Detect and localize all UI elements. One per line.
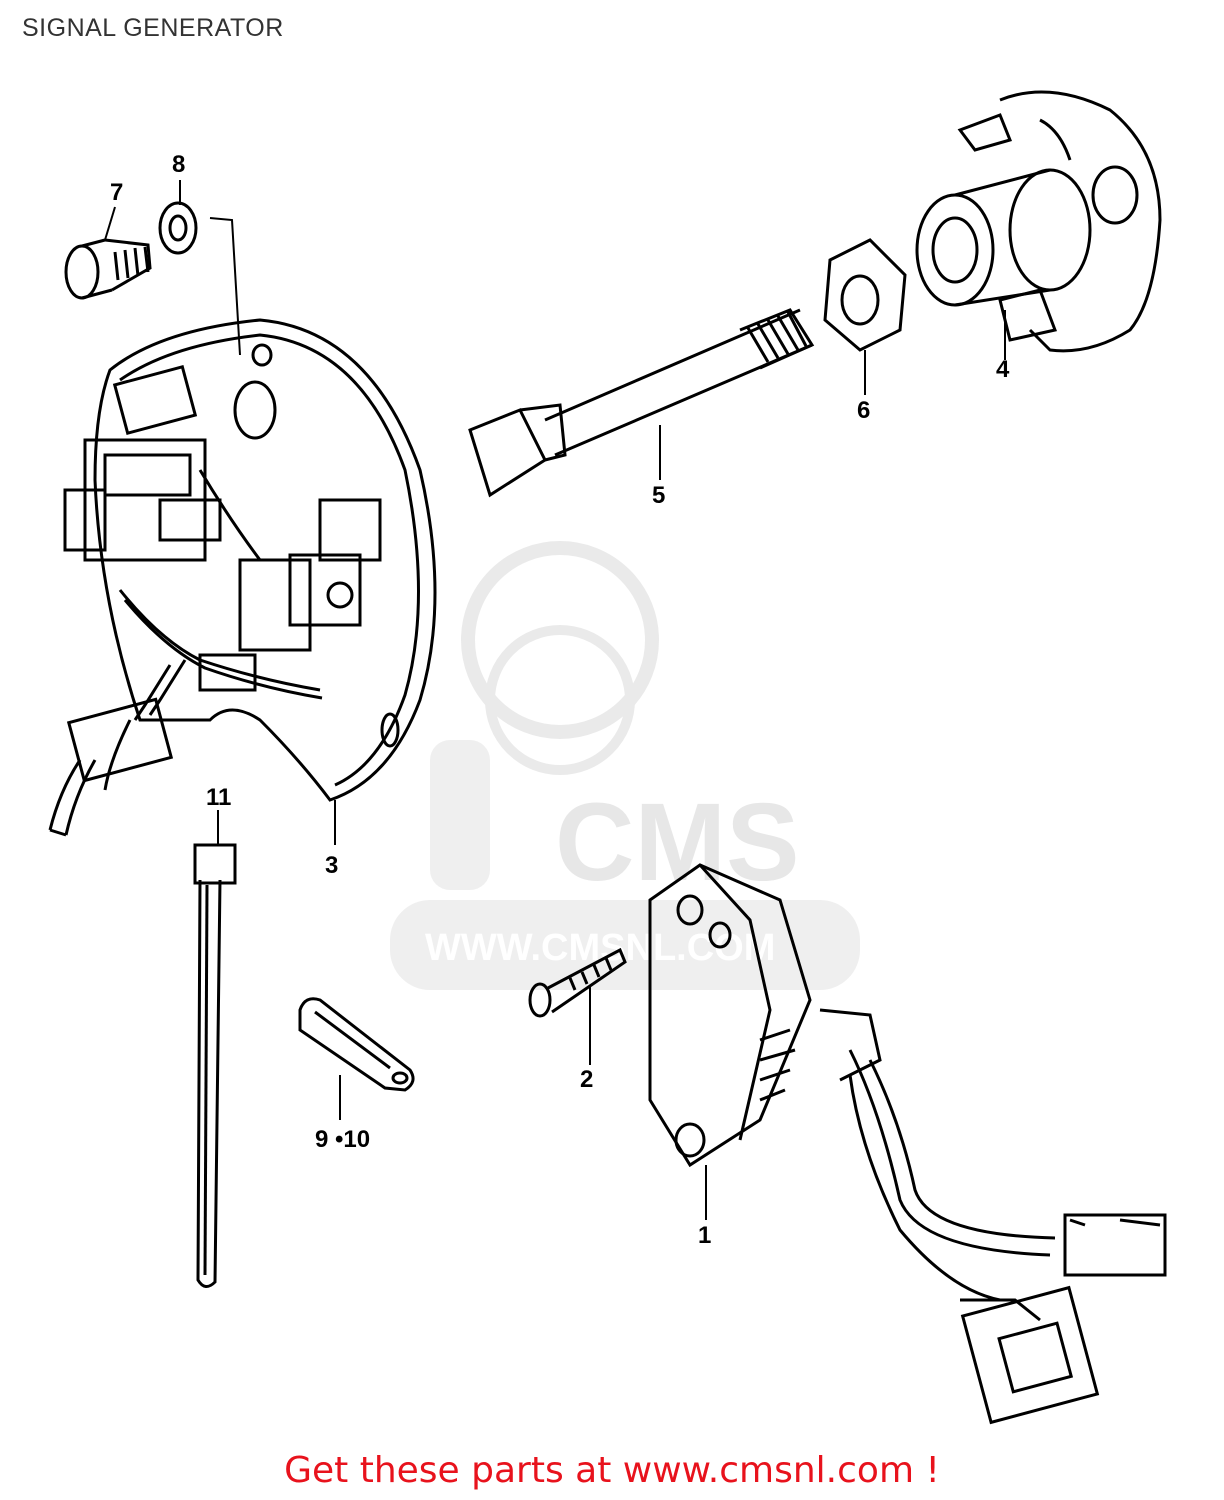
part-8-washer <box>158 201 198 255</box>
part-7-screw <box>64 238 152 300</box>
callout-1: 1 <box>698 1222 711 1249</box>
part-1-igniter <box>648 863 1167 1425</box>
part-3-base-plate <box>48 318 437 837</box>
callout-8: 8 <box>172 151 185 178</box>
callout-4: 4 <box>996 356 1010 383</box>
page-title: SIGNAL GENERATOR <box>22 14 284 42</box>
callout-3: 3 <box>325 852 338 879</box>
promo-link-text[interactable]: Get these parts at www.cmsnl.com ! <box>284 1450 940 1491</box>
watermark-logo-text: CMS <box>555 781 799 904</box>
part-2-screw <box>528 947 627 1018</box>
callout-6: 6 <box>857 397 870 424</box>
callout-9-10: 9 •10 <box>315 1126 370 1153</box>
part-6-nut <box>823 238 907 352</box>
part-9-10-clamp <box>298 997 415 1092</box>
part-11-cable-tie <box>193 843 237 1288</box>
callout-2: 2 <box>580 1066 593 1093</box>
callout-5: 5 <box>652 482 665 509</box>
part-4-rotor <box>915 90 1162 353</box>
callout-7: 7 <box>110 179 123 206</box>
parts-diagram: CMS WWW.CMSNL.COM <box>48 90 1167 1425</box>
callout-11: 11 <box>206 784 231 811</box>
promo-link[interactable]: Get these parts at www.cmsnl.com ! <box>0 1450 1224 1491</box>
watermark-logo: CMS WWW.CMSNL.COM <box>390 541 860 990</box>
leader-lines <box>104 180 1006 1220</box>
part-5-bolt <box>468 308 815 498</box>
